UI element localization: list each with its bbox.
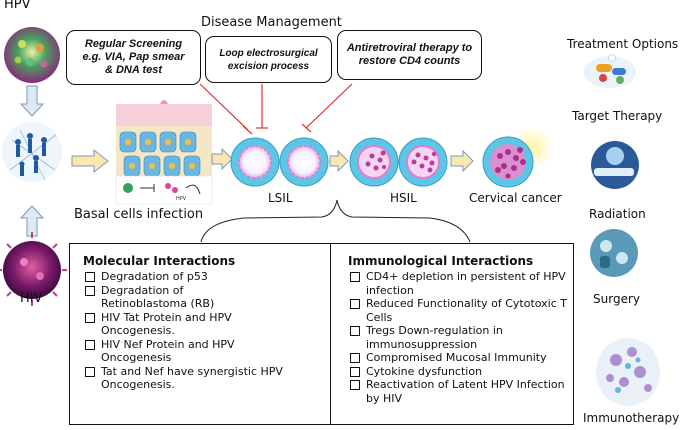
hpv-virus-icon bbox=[4, 27, 60, 83]
hiv-virus-icon bbox=[0, 232, 67, 306]
basal-cells-illustration bbox=[115, 100, 213, 205]
molecular-interactions-title: Molecular Interactions bbox=[83, 254, 236, 268]
management-box-leep: Loop electrosurgical excision process bbox=[205, 36, 332, 83]
molecular-item: HIV Nef Protein and HPV Oncogenesis bbox=[83, 338, 291, 365]
hiv-label: HIV bbox=[20, 291, 43, 306]
treatment-target-therapy: Target Therapy bbox=[572, 109, 663, 123]
panel-bracket bbox=[200, 199, 471, 243]
treatment-immunotherapy: Immunotherapy bbox=[583, 411, 680, 425]
immunological-item: CD4+ depletion in persistent of HPV infe… bbox=[348, 270, 581, 297]
radiation-machine-icon bbox=[591, 141, 639, 189]
management-text-screening: Regular Screening e.g. VIA, Pap smear & … bbox=[82, 38, 185, 76]
disease-management-title: Disease Management bbox=[201, 15, 342, 30]
hsil-cell-2 bbox=[398, 137, 448, 187]
treatment-radiation: Radiation bbox=[589, 207, 646, 221]
surgery-icon bbox=[590, 229, 638, 277]
immunotherapy-icon bbox=[596, 338, 660, 406]
molecular-item: Tat and Nef have synergistic HPV Oncogen… bbox=[83, 365, 306, 392]
treatment-options-title: Treatment Options bbox=[567, 37, 679, 51]
network-to-basal-arrow bbox=[71, 148, 109, 174]
molecular-interactions-list: Degradation of p53 Degradation of Retino… bbox=[83, 270, 322, 392]
immunological-item: Reduced Functionality of Cytotoxic T Cel… bbox=[348, 297, 581, 324]
inset-hpv-label: HPV bbox=[176, 196, 187, 202]
basal-to-lsil-arrow bbox=[211, 147, 233, 171]
management-box-art: Antiretroviral therapy to restore CD4 co… bbox=[337, 30, 482, 80]
treatment-surgery: Surgery bbox=[593, 292, 640, 306]
management-box-screening: Regular Screening e.g. VIA, Pap smear & … bbox=[66, 30, 201, 85]
immunological-item: Cytokine dysfunction bbox=[348, 365, 567, 379]
immunological-interactions-list: CD4+ depletion in persistent of HPV infe… bbox=[348, 270, 567, 405]
molecular-item: Degradation of Retinoblastoma (RB) bbox=[83, 284, 241, 311]
immunological-item: Compromised Mucosal Immunity bbox=[348, 351, 581, 365]
inhibition-lines bbox=[199, 83, 353, 135]
molecular-interactions-panel: Molecular Interactions Degradation of p5… bbox=[69, 243, 331, 425]
pills-icon bbox=[584, 54, 636, 88]
immunological-item: Reactivation of Latent HPV Infection by … bbox=[348, 378, 581, 405]
immunological-item: Tregs Down-regulation in immunosuppressi… bbox=[348, 324, 571, 351]
cervical-cancer-label: Cervical cancer bbox=[469, 191, 562, 205]
lsil-to-hsil-arrow bbox=[329, 149, 349, 173]
network-people-icon bbox=[2, 122, 62, 182]
hsil-label: HSIL bbox=[390, 191, 417, 205]
hpv-label: HPV bbox=[4, 0, 31, 12]
hsil-cell-1 bbox=[349, 137, 399, 187]
management-text-art: Antiretroviral therapy to restore CD4 co… bbox=[346, 42, 473, 67]
hpv-down-arrow bbox=[19, 85, 45, 117]
lsil-cell-1 bbox=[230, 137, 280, 187]
cervical-cancer-cell bbox=[482, 126, 554, 188]
molecular-item: HIV Tat Protein and HPV Oncogenesis. bbox=[83, 311, 291, 338]
management-text-leep: Loop electrosurgical excision process bbox=[219, 47, 318, 72]
immunological-interactions-title: Immunological Interactions bbox=[348, 254, 534, 268]
basal-cells-label: Basal cells infection bbox=[74, 207, 204, 222]
hsil-to-cancer-arrow bbox=[450, 149, 474, 173]
immunological-interactions-panel: Immunological Interactions CD4+ depletio… bbox=[330, 243, 574, 425]
hiv-up-arrow bbox=[19, 205, 45, 237]
lsil-label: LSIL bbox=[268, 191, 293, 205]
molecular-item: Degradation of p53 bbox=[83, 270, 322, 284]
lsil-cell-2 bbox=[279, 137, 329, 187]
